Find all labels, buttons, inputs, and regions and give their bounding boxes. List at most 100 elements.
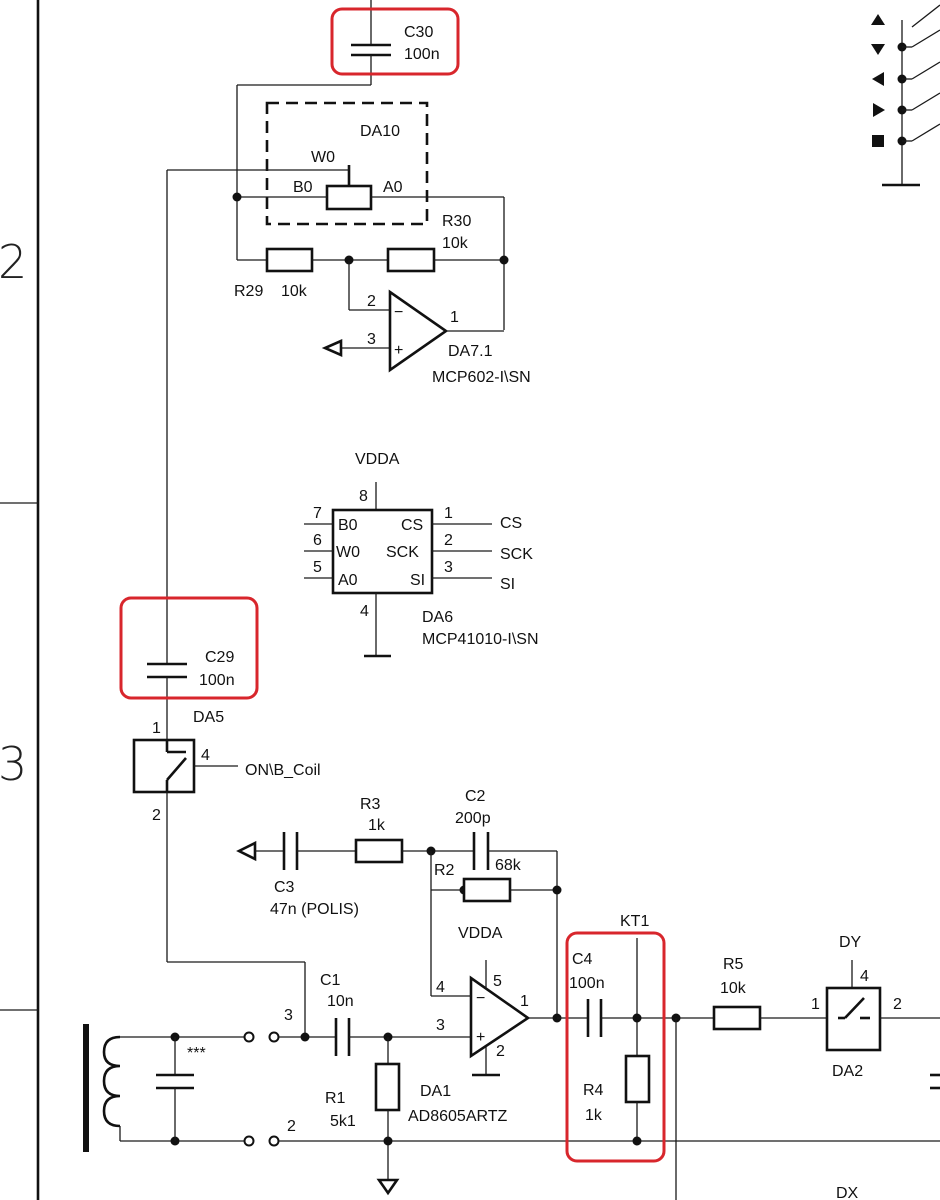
da6-pin-7: 7 xyxy=(313,505,322,522)
r29-ref: R29 xyxy=(234,283,263,300)
capacitor-c29: C29 100n xyxy=(147,649,235,740)
da6-pin-2: 2 xyxy=(444,532,453,549)
da6-pin-3: 3 xyxy=(444,559,453,576)
da7-pin-2: 2 xyxy=(367,293,376,310)
coil-cap-label: *** xyxy=(187,1045,206,1062)
da10-resistor-body xyxy=(325,184,373,211)
da6-supply: VDDA xyxy=(355,451,400,468)
down-arrow-icon xyxy=(871,44,885,55)
r3-ref: R3 xyxy=(360,796,381,813)
highlight-c29 xyxy=(119,596,259,700)
junction-node xyxy=(552,885,562,895)
up-arrow-icon xyxy=(871,14,885,25)
ic-da6: VDDA 8 7 6 5 B0 W0 A0 CS SCK SI 1 2 3 CS… xyxy=(304,451,539,658)
connector-pin-3: 3 xyxy=(284,1007,293,1024)
da6-pin-8: 8 xyxy=(359,488,368,505)
opamp-da7: − + 2 3 1 DA7.1 MCP602-I\SN xyxy=(321,260,531,386)
da1-minus-sign: − xyxy=(476,990,485,1007)
r5-value: 10k xyxy=(720,980,747,997)
da10-wiper-label: W0 xyxy=(311,149,335,166)
c2-ref: C2 xyxy=(465,788,486,805)
da2-pin-2: 2 xyxy=(893,996,902,1013)
c30-value: 100n xyxy=(404,46,440,63)
c3-ref: C3 xyxy=(274,879,295,896)
da10-ref: DA10 xyxy=(360,123,400,140)
junction-node xyxy=(383,1136,393,1146)
c1-value: 10n xyxy=(327,993,354,1010)
relay-da5: 1 DA5 4 ON\B_Coil 2 xyxy=(132,709,321,962)
capacitor-c2: C2 200p 68k xyxy=(455,788,557,874)
da1-pin-1: 1 xyxy=(520,993,529,1010)
net-on-b-coil: ON\B_Coil xyxy=(245,762,321,779)
ground-arrow-icon xyxy=(376,1178,400,1196)
right-arrow-icon xyxy=(873,103,885,117)
capacitor-c30: C30 100n xyxy=(237,0,440,86)
opamp-da1: − + VDDA 5 4 3 1 2 DA1 AD8605ARTZ xyxy=(388,925,557,1125)
r29-value: 10k xyxy=(281,283,308,300)
da1-part: AD8605ARTZ xyxy=(408,1108,508,1125)
connector-pin xyxy=(243,1135,255,1147)
junction-node xyxy=(632,1136,642,1146)
resistor-r2: R2 xyxy=(431,862,557,903)
resistor-r3: R3 1k xyxy=(354,796,474,864)
buttons-block xyxy=(871,4,940,187)
da1-supply: VDDA xyxy=(458,925,503,942)
da5-pin-4: 4 xyxy=(201,747,210,764)
square-stop-icon xyxy=(872,135,884,147)
da6-pin-name-si: SI xyxy=(410,572,425,589)
da7-plus-sign: + xyxy=(394,342,403,359)
c30-ref: C30 xyxy=(404,24,433,41)
connector-pin xyxy=(268,1031,280,1043)
reference-arrow-icon xyxy=(236,840,257,862)
r30-ref: R30 xyxy=(442,213,471,230)
da2-net-dy: DY xyxy=(839,934,862,951)
left-arrow-icon xyxy=(872,72,884,86)
da10-pin-a: A0 xyxy=(383,179,403,196)
zone-label-3: 3 xyxy=(0,737,27,791)
net-si: SI xyxy=(500,576,515,593)
kt1-ref: KT1 xyxy=(620,913,649,930)
highlight-c30 xyxy=(330,7,460,76)
connector-pin xyxy=(268,1135,280,1147)
resistor-r5: R5 10k xyxy=(712,956,827,1031)
da1-pin-4: 4 xyxy=(436,979,445,996)
c29-ref: C29 xyxy=(205,649,234,666)
da5-pin-2: 2 xyxy=(152,807,161,824)
da6-pin-6: 6 xyxy=(313,532,322,549)
da6-pin-name-a0: A0 xyxy=(338,572,358,589)
junction-node xyxy=(300,1032,310,1042)
net-cs: CS xyxy=(500,515,522,532)
da6-pin-name-w0: W0 xyxy=(336,544,360,561)
resistor-r30: R30 10k xyxy=(386,213,504,273)
da6-part: MCP41010-I\SN xyxy=(422,631,539,648)
c2-value: 200p xyxy=(455,810,491,827)
resistor-r4: R4 1k xyxy=(583,1054,651,1141)
da6-pin-name-b0: B0 xyxy=(338,517,358,534)
c4-ref: C4 xyxy=(572,951,593,968)
junction-node xyxy=(232,192,242,202)
da10-pin-b: B0 xyxy=(293,179,313,196)
junction-node xyxy=(632,1013,642,1023)
da6-ref: DA6 xyxy=(422,609,453,626)
capacitor-c1: C1 10n xyxy=(320,972,388,1056)
da1-pin-2: 2 xyxy=(496,1043,505,1060)
r3-value: 1k xyxy=(368,817,386,834)
c29-value: 100n xyxy=(199,672,235,689)
switch-da2: DY 4 1 2 DA2 xyxy=(811,934,940,1090)
da7-ref: DA7.1 xyxy=(448,343,493,360)
da6-pin-1: 1 xyxy=(444,505,453,522)
connector-pin xyxy=(243,1031,255,1043)
da1-plus-sign: + xyxy=(476,1029,485,1046)
c4-value: 100n xyxy=(569,975,605,992)
capacitor-c3: C3 47n (POLIS) xyxy=(236,832,359,918)
resistor-r1: R1 5k1 xyxy=(325,1037,401,1196)
search-coil: *** 3 2 xyxy=(83,1007,296,1152)
da1-ref: DA1 xyxy=(420,1083,451,1100)
highlight-c4-r4 xyxy=(565,931,666,1163)
da7-pin-1: 1 xyxy=(450,309,459,326)
da6-body xyxy=(331,508,434,595)
da5-pin-1: 1 xyxy=(152,720,161,737)
r2-value: 68k xyxy=(495,857,522,874)
junction-node xyxy=(499,255,509,265)
button-contacts xyxy=(897,4,940,146)
